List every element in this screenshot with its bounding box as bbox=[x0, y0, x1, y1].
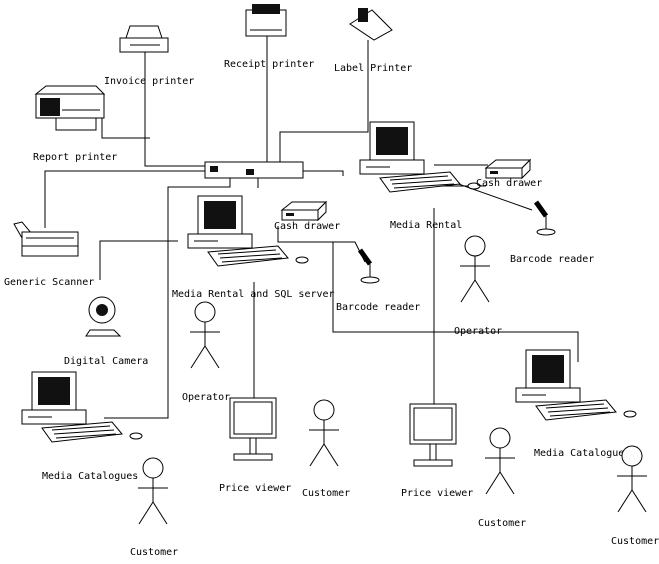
customer-1-label: Customer bbox=[302, 488, 350, 499]
customer-3-label: Customer bbox=[478, 518, 526, 529]
cash-drawer-center-label: Cash drawer bbox=[274, 221, 340, 232]
operator-center-label: Operator bbox=[182, 392, 230, 403]
media-rental-sql-label: Media Rental and SQL server bbox=[172, 289, 335, 300]
media-rental-label: Media Rental bbox=[390, 220, 462, 231]
camera-icon bbox=[85, 296, 122, 337]
price-viewer-right-icon bbox=[409, 403, 457, 467]
price-viewer-left-icon bbox=[229, 397, 277, 461]
media-catalogues-right-computer-icon bbox=[515, 349, 637, 421]
label-printer-icon bbox=[349, 8, 393, 41]
media-catalogues-right-label: Media Catalogues bbox=[534, 448, 630, 459]
barcode-reader-center-icon bbox=[360, 250, 379, 283]
invoice-printer-icon bbox=[119, 25, 169, 53]
customer-3-icon bbox=[484, 427, 516, 495]
barcode-reader-right-icon bbox=[536, 202, 555, 235]
label-printer-label: Label Printer bbox=[334, 63, 412, 74]
generic-scanner-label: Generic Scanner bbox=[4, 277, 94, 288]
price-viewer-right-label: Price viewer bbox=[401, 488, 473, 499]
cash-drawer-right-icon bbox=[485, 159, 531, 179]
network-wires bbox=[44, 36, 579, 420]
digital-camera-label: Digital Camera bbox=[64, 356, 148, 367]
media-catalogues-left-label: Media Catalogues bbox=[42, 471, 138, 482]
customer-4-label: Customer bbox=[611, 536, 659, 547]
receipt-printer-icon bbox=[245, 4, 287, 37]
operator-center-icon bbox=[189, 301, 221, 369]
cash-drawer-center-icon bbox=[281, 201, 327, 221]
receipt-printer-label: Receipt printer bbox=[224, 59, 314, 70]
customer-1-icon bbox=[308, 399, 340, 467]
report-printer-icon bbox=[34, 85, 106, 131]
price-viewer-left-label: Price viewer bbox=[219, 483, 291, 494]
report-printer-label: Report printer bbox=[33, 152, 117, 163]
scanner-icon bbox=[13, 221, 79, 257]
operator-right-icon bbox=[459, 235, 491, 303]
barcode-reader-center-label: Barcode reader bbox=[336, 302, 420, 313]
barcode-reader-right-label: Barcode reader bbox=[510, 254, 594, 265]
network-hub bbox=[204, 161, 304, 179]
customer-2-icon bbox=[137, 457, 169, 525]
cash-drawer-right-label: Cash drawer bbox=[476, 178, 542, 189]
operator-right-label: Operator bbox=[454, 326, 502, 337]
customer-2-label: Customer bbox=[130, 547, 178, 558]
media-catalogues-left-computer-icon bbox=[21, 371, 143, 443]
media-rental-computer-icon bbox=[359, 121, 481, 193]
invoice-printer-label: Invoice printer bbox=[104, 76, 194, 87]
